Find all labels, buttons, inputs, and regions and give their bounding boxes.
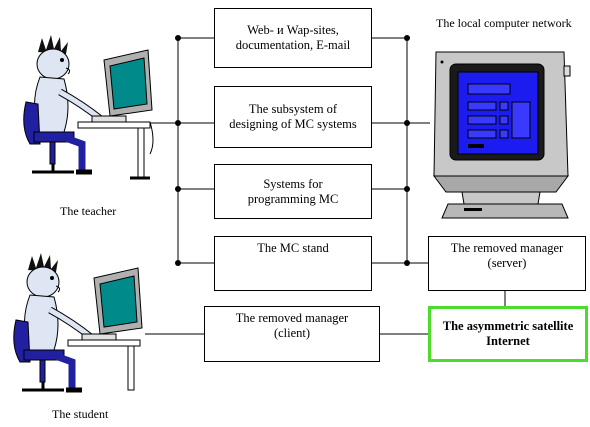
teacher-figure-icon (23, 35, 154, 180)
network-label: The local computer network (436, 16, 572, 30)
student-label: The student (52, 407, 109, 421)
subsystem-box: The subsystem of designing of MC systems (214, 86, 372, 148)
junction-dot (404, 120, 410, 126)
manager-client-box: The removed manager (client) (204, 306, 380, 362)
network-computer-icon (433, 51, 571, 219)
student-figure-icon (13, 253, 143, 393)
programming-box: Systems for programming MC (214, 164, 372, 219)
manager-server-box: The removed manager (server) (428, 236, 586, 291)
mc-stand-box: The MC stand (214, 236, 372, 291)
junction-dot (404, 260, 410, 266)
junction-dot (175, 186, 181, 192)
web-sites-box: Web- и Wap-sites, documentation, E-mail (214, 8, 372, 68)
junction-dot (404, 186, 410, 192)
junction-dot (175, 120, 181, 126)
satellite-internet-box: The asymmetric satellite Internet (428, 306, 588, 362)
teacher-label: The teacher (60, 204, 117, 218)
junction-dot (175, 35, 181, 41)
junction-dot (404, 35, 410, 41)
junction-dot (175, 260, 181, 266)
